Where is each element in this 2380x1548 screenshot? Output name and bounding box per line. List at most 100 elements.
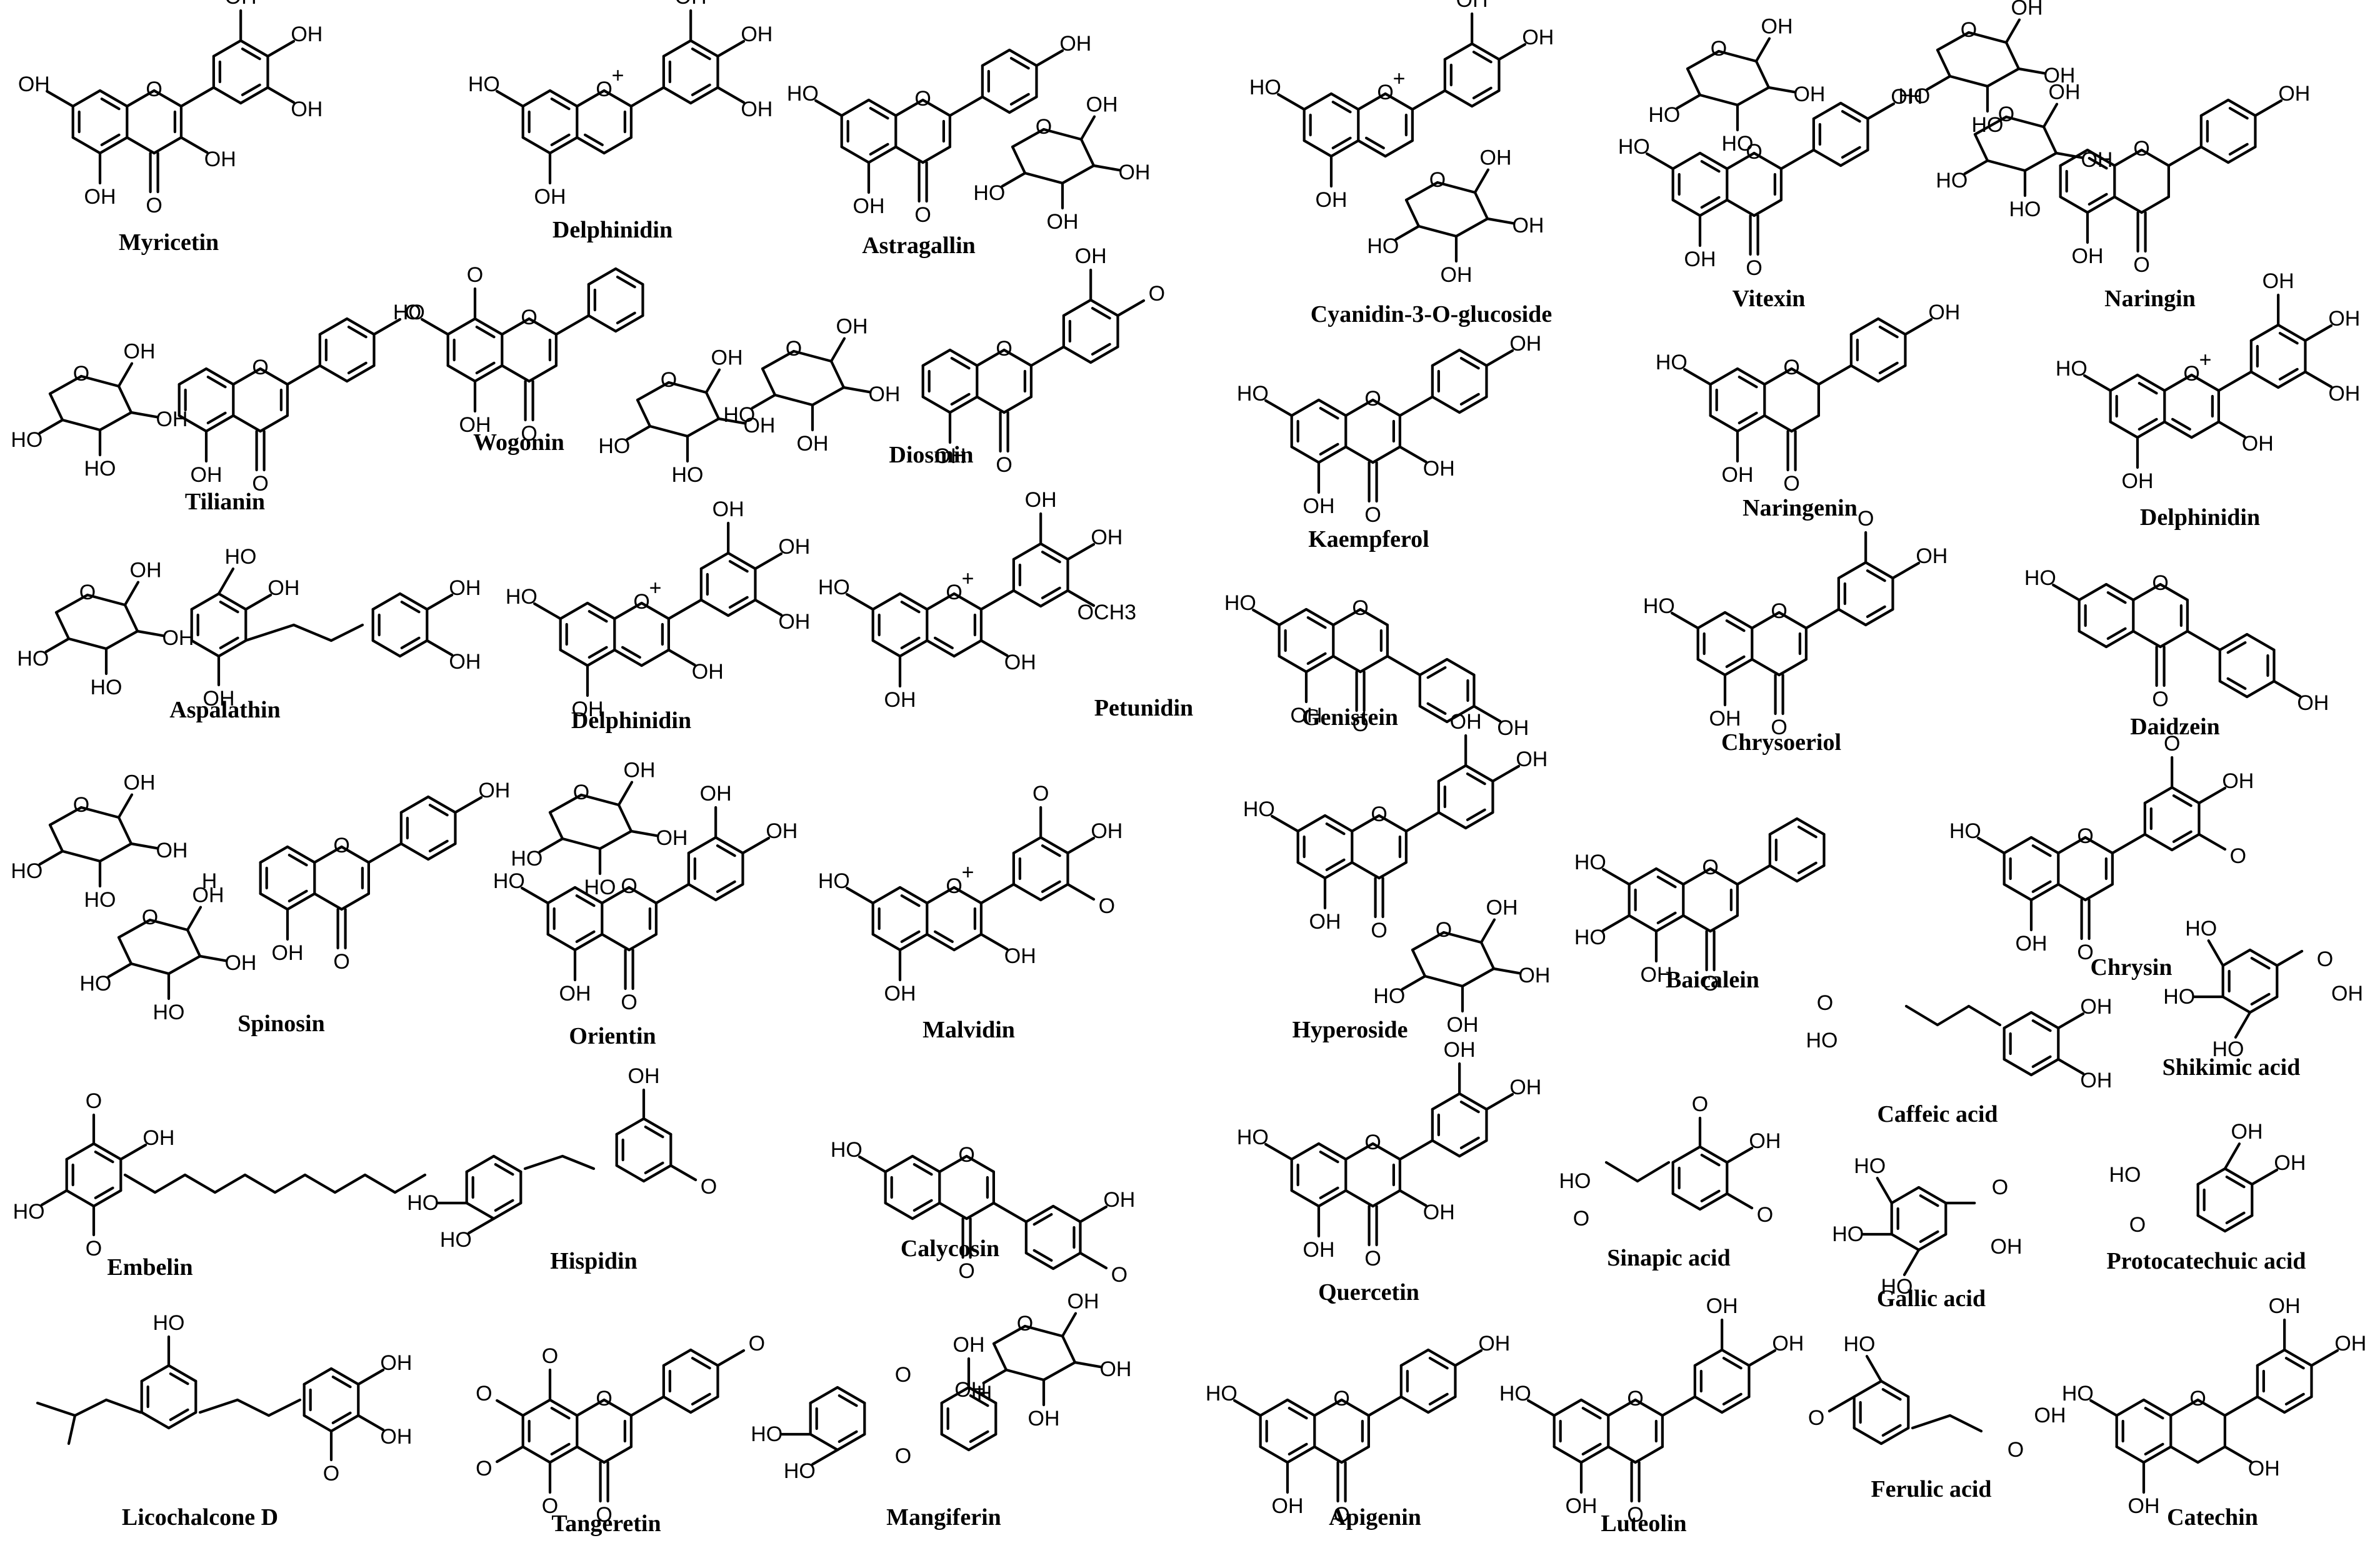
substituent-label: OH: [1512, 214, 1544, 237]
bond: [2002, 1057, 2033, 1077]
sugar-bond: [1973, 115, 2008, 136]
substituent-bond: [533, 602, 562, 621]
bond: [239, 39, 269, 58]
substituent-label: OH: [1447, 1013, 1479, 1037]
substituent-bond: [38, 849, 64, 866]
bond: [71, 89, 102, 108]
bond: [521, 89, 552, 108]
bond: [2169, 1445, 2199, 1464]
bond: [1768, 864, 1799, 883]
bond: [1471, 42, 1501, 61]
bond: [1399, 1395, 1430, 1414]
double-bond-line: [2284, 1392, 2305, 1406]
bond: [1437, 811, 1468, 830]
sugar-bond: [704, 391, 721, 421]
bond: [2084, 882, 2114, 902]
double-bond-line: [1919, 1230, 1939, 1243]
substituent-bond: [40, 1189, 68, 1207]
double-bond-line: [2284, 1357, 2305, 1370]
double-bond-line: [1725, 619, 1746, 632]
substituent-label: OH: [1486, 896, 1518, 920]
substituent-bond: [667, 648, 696, 667]
substituent-label: OH: [1480, 146, 1512, 170]
bond: [1607, 1398, 1637, 1417]
sugar-bond: [1011, 145, 1027, 175]
sugar-bond: [98, 411, 133, 432]
sugar-bond: [1417, 224, 1458, 238]
bond: [1849, 364, 1880, 383]
bond: [952, 886, 983, 905]
bond: [1709, 414, 1739, 433]
double-bond-line: [219, 636, 239, 649]
bond: [2196, 1398, 2227, 1417]
charge-label: +: [962, 567, 974, 591]
substituent-bond: [117, 793, 134, 819]
compound-name: Hispidin: [550, 1248, 637, 1274]
bond: [967, 1432, 998, 1452]
atom-label: OH: [1991, 1235, 2022, 1259]
double-bond-line: [1466, 772, 1486, 786]
bond: [2246, 632, 2276, 652]
bond: [727, 551, 757, 571]
bond: [2248, 948, 2279, 967]
sugar-bond: [1023, 1324, 1064, 1338]
bond: [292, 623, 333, 642]
sugar-bond: [1023, 171, 1064, 185]
substituent-label: OH: [124, 340, 156, 364]
bond: [1286, 1445, 1316, 1464]
bond: [1654, 914, 1685, 933]
bond: [1778, 657, 1808, 677]
bond: [965, 1201, 996, 1221]
bond: [727, 598, 757, 617]
compound-name: Protocatechuic acid: [2106, 1248, 2306, 1274]
bond: [2223, 1395, 2259, 1417]
c7-substituent: HO: [1643, 594, 1675, 618]
c5-substituent: OH: [1684, 247, 1716, 271]
bond: [898, 592, 929, 611]
substituent-bond: [1492, 967, 1521, 975]
bond: [2186, 629, 2221, 652]
carbonyl-oxygen: O: [996, 453, 1012, 477]
compound-name: Malvidin: [922, 1017, 1015, 1043]
c4prime-substituent: OH: [2278, 82, 2310, 106]
bond: [313, 892, 343, 911]
double-bond-line: [288, 889, 308, 902]
substituent-label: OH: [380, 1351, 412, 1375]
bond: [898, 639, 929, 658]
bond: [629, 1395, 665, 1417]
bond: [1344, 1189, 1374, 1208]
double-bond-line: [1041, 551, 1061, 564]
bond: [871, 592, 902, 611]
bond: [1384, 139, 1414, 158]
bond: [548, 1398, 579, 1417]
double-bond-line: [1459, 392, 1480, 406]
bond: [217, 592, 248, 611]
double-bond-line: [588, 610, 608, 623]
bond: [2227, 98, 2257, 117]
substituent-label: OH: [2043, 64, 2075, 87]
double-bond-line: [2144, 1407, 2164, 1420]
c5-substituent: OH: [1309, 910, 1341, 934]
carbonyl-oxygen: O: [1333, 1503, 1349, 1527]
substituent-label: HO: [84, 457, 116, 481]
bond: [1654, 867, 1685, 886]
bond: [1313, 1398, 1343, 1417]
bond: [1089, 298, 1119, 317]
bond: [501, 317, 531, 336]
ring-oxygen: O: [1746, 140, 1762, 164]
substituent-label: HO: [1972, 113, 2004, 137]
sugar-bond: [1986, 159, 2027, 172]
bond: [2218, 679, 2249, 699]
bond: [1323, 814, 1354, 833]
c7-substituent: HO: [831, 1138, 862, 1162]
bond: [1837, 607, 1868, 627]
double-bond-line: [1866, 605, 1886, 618]
substituent-bond: [704, 368, 721, 394]
bond: [948, 95, 984, 117]
compound-name: Chrysin: [2091, 954, 2172, 981]
double-bond-line: [1319, 442, 1339, 456]
bond: [36, 1401, 77, 1417]
substituent-label: HO: [153, 1311, 185, 1335]
sugar-bond: [1754, 59, 1771, 89]
